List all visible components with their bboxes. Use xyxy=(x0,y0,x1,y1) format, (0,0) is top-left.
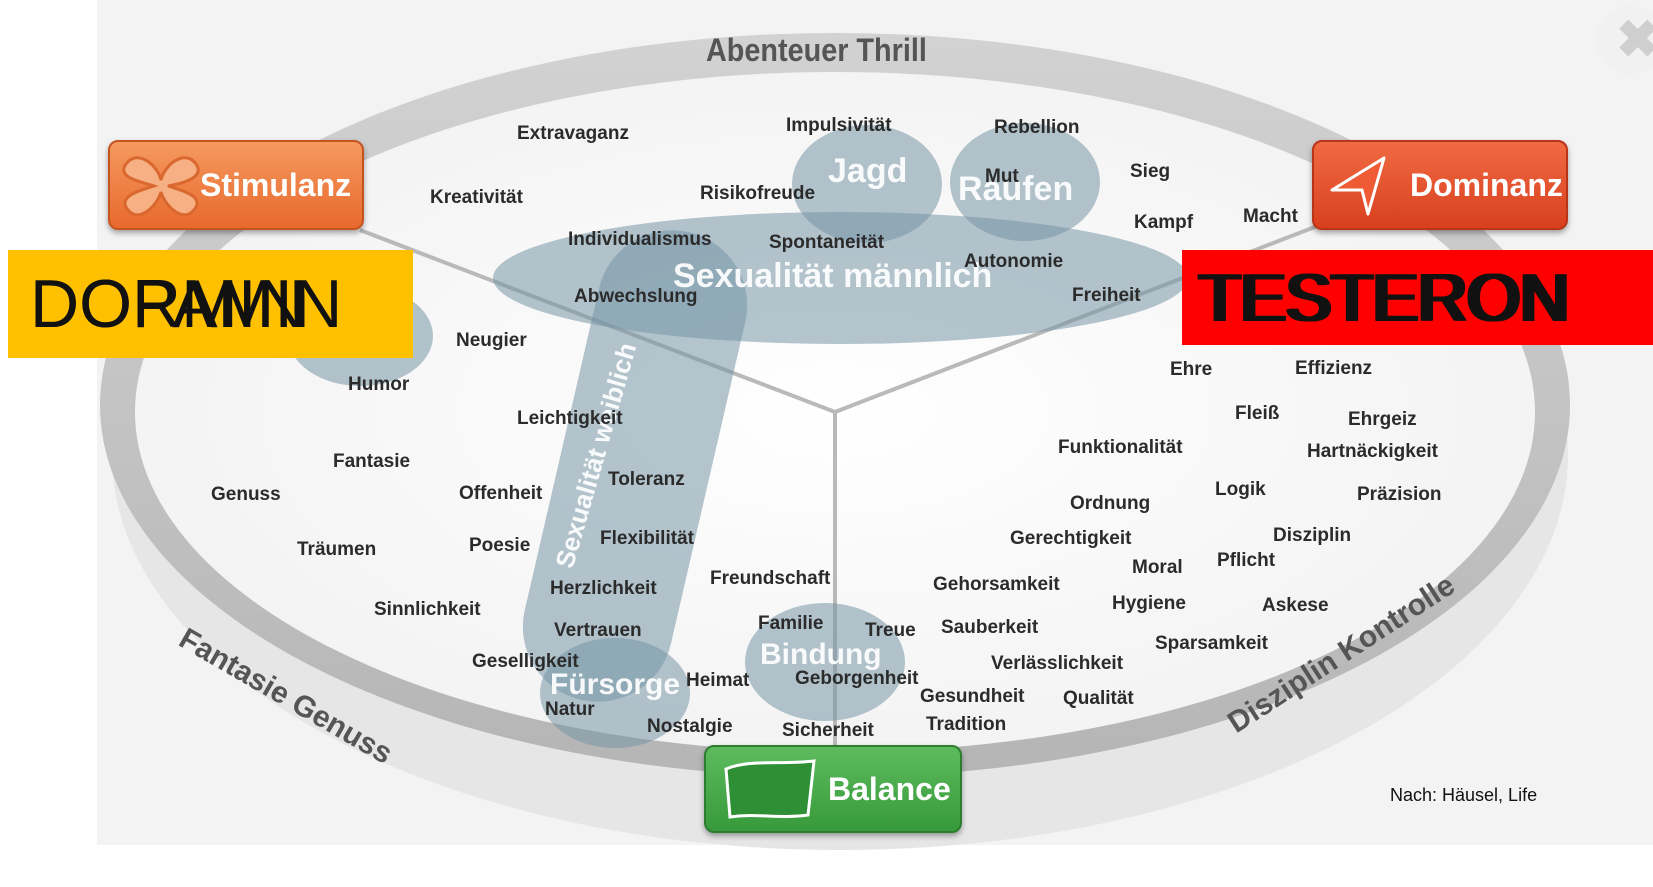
stimulanz-label: Stimulanz xyxy=(200,166,352,203)
balance-button[interactable]: Balance xyxy=(704,745,962,833)
word-freiheit: Freiheit xyxy=(1072,285,1141,306)
word-herzlichkeit: Herzlichkeit xyxy=(550,578,657,599)
word-gesundheit: Gesundheit xyxy=(920,686,1025,707)
word-ehrgeiz: Ehrgeiz xyxy=(1348,409,1417,430)
word-kampf: Kampf xyxy=(1134,212,1194,233)
ring-label-top: Abenteuer Thrill xyxy=(706,32,927,68)
stimulanz-button[interactable]: Stimulanz xyxy=(108,140,364,230)
word-natur: Natur xyxy=(545,699,595,720)
word-geselligkeit: Geselligkeit xyxy=(472,651,579,672)
word-humor: Humor xyxy=(348,374,410,395)
hub-fuersorge: Fürsorge xyxy=(550,668,681,701)
hub-bindung: Bindung xyxy=(760,638,882,671)
word-qualitaet: Qualität xyxy=(1063,688,1134,709)
word-ordnung: Ordnung xyxy=(1070,493,1151,514)
testeron-overlay: TESTERON TESTERON TESTERON xyxy=(1182,250,1653,345)
hub-raufen: Raufen xyxy=(958,170,1074,208)
word-logik: Logik xyxy=(1215,479,1266,500)
word-ehre: Ehre xyxy=(1170,359,1213,380)
word-gerechtigkeit: Gerechtigkeit xyxy=(1010,528,1132,549)
word-abwechslung: Abwechslung xyxy=(574,286,698,307)
dopamin-text: DOPAMIN xyxy=(30,266,343,342)
word-impulsivitaet: Impulsivität xyxy=(786,115,892,136)
word-risikofreude: Risikofreude xyxy=(700,183,816,204)
word-familie: Familie xyxy=(758,613,824,634)
word-rebellion: Rebellion xyxy=(994,117,1080,138)
word-funktionalitaet: Funktionalität xyxy=(1058,437,1183,458)
word-sieg: Sieg xyxy=(1130,161,1171,182)
word-vertrauen: Vertrauen xyxy=(554,620,642,641)
word-sicherheit: Sicherheit xyxy=(782,720,874,741)
word-hygiene: Hygiene xyxy=(1112,593,1186,614)
puzzle-swirl-icon xyxy=(122,156,200,217)
blob-fuersorge xyxy=(540,638,690,748)
word-extravaganz: Extravaganz xyxy=(517,123,629,144)
word-macht: Macht xyxy=(1243,206,1298,227)
word-autonomie: Autonomie xyxy=(964,251,1064,272)
flag-shape-icon xyxy=(724,759,816,819)
word-sinnlichkeit: Sinnlichkeit xyxy=(374,599,481,620)
close-button[interactable]: ✖ xyxy=(1596,6,1653,74)
word-effizienz: Effizienz xyxy=(1295,358,1373,379)
balance-label: Balance xyxy=(828,770,951,807)
word-genuss: Genuss xyxy=(211,484,281,505)
dopamin-overlay: DOPAMIN DORMIN xyxy=(8,250,413,358)
word-leichtigkeit: Leichtigkeit xyxy=(517,408,623,429)
word-praezision: Präzision xyxy=(1357,484,1442,505)
word-gehorsamkeit: Gehorsamkeit xyxy=(933,574,1060,595)
source-credit: Nach: Häusel, Life xyxy=(1390,785,1538,805)
word-mut: Mut xyxy=(985,166,1019,187)
word-pflicht: Pflicht xyxy=(1217,550,1276,571)
word-poesie: Poesie xyxy=(469,535,531,556)
word-geborgenheit: Geborgenheit xyxy=(795,668,919,689)
hub-jagd: Jagd xyxy=(828,152,908,190)
word-fleiss: Fleiß xyxy=(1235,403,1280,424)
close-icon: ✖ xyxy=(1616,11,1653,69)
word-spontaneitaet: Spontaneität xyxy=(769,232,885,253)
word-toleranz: Toleranz xyxy=(608,469,685,490)
word-kreativitaet: Kreativität xyxy=(430,187,523,208)
word-hartnaeckigkeit: Hartnäckigkeit xyxy=(1307,441,1438,462)
word-disziplin: Disziplin xyxy=(1273,525,1352,546)
dominanz-button[interactable]: Dominanz xyxy=(1312,140,1568,230)
word-treue: Treue xyxy=(865,620,916,641)
hub-sexualitaet-maennlich: Sexualität männlich xyxy=(673,257,993,295)
word-freundschaft: Freundschaft xyxy=(710,568,831,589)
blob-bindung xyxy=(745,603,905,721)
word-neugier: Neugier xyxy=(456,330,527,351)
word-moral: Moral xyxy=(1132,557,1183,578)
word-fantasie: Fantasie xyxy=(333,451,411,472)
word-sparsamkeit: Sparsamkeit xyxy=(1155,633,1269,654)
word-heimat: Heimat xyxy=(686,670,750,691)
word-askese: Askese xyxy=(1262,595,1329,616)
dominanz-label: Dominanz xyxy=(1410,166,1563,203)
testeron-text-3: TESTERON xyxy=(1202,259,1573,336)
word-verlaesslichkeit: Verlässlichkeit xyxy=(991,653,1124,674)
word-flexibilitaet: Flexibilität xyxy=(600,528,694,549)
dormin-text: DORMIN xyxy=(30,266,306,342)
testeron-text-1: TESTERON xyxy=(1196,259,1567,336)
word-nostalgie: Nostalgie xyxy=(647,716,733,737)
word-individualismus: Individualismus xyxy=(568,229,712,250)
word-tradition: Tradition xyxy=(926,714,1007,735)
arrow-triangle-icon xyxy=(1330,156,1386,216)
word-offenheit: Offenheit xyxy=(459,483,543,504)
word-traeumen: Träumen xyxy=(297,539,377,560)
word-sauberkeit: Sauberkeit xyxy=(941,617,1039,638)
testeron-text-2: TESTERON xyxy=(1199,259,1570,336)
